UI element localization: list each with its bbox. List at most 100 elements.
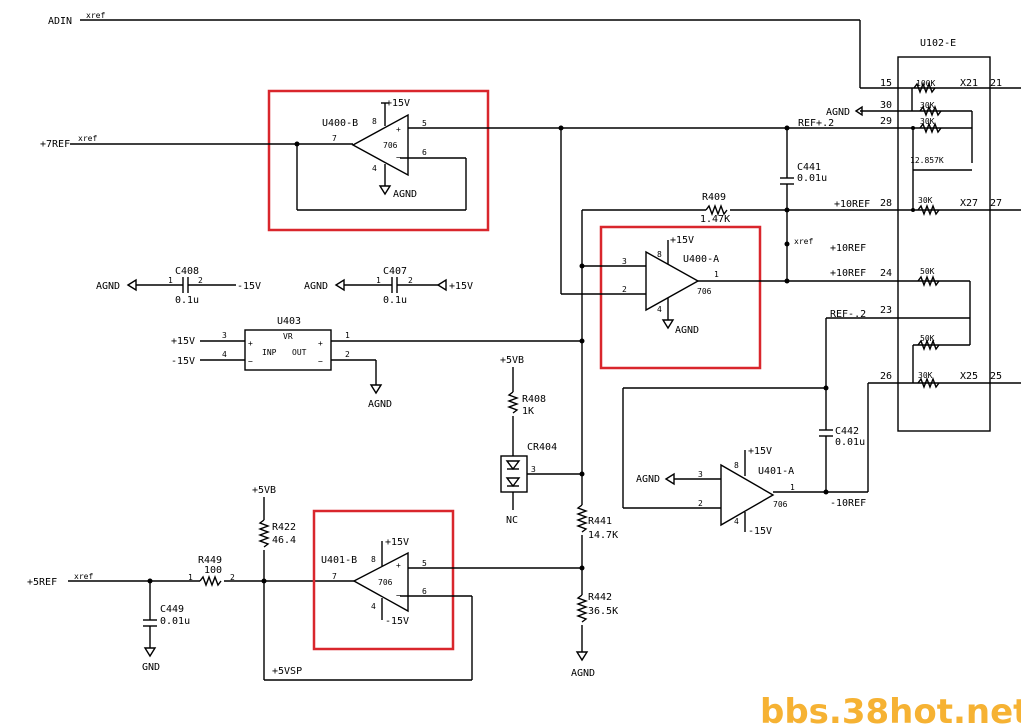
svg-text:−: − (396, 591, 401, 600)
u400-b-agnd: AGND (393, 189, 417, 200)
r408-ref: R408 (522, 394, 546, 405)
u400-a-vplus: +15V (670, 235, 694, 246)
svg-text:6: 6 (422, 587, 427, 596)
c408-value: 0.1u (175, 295, 199, 306)
watermark-text: bbs.38hot.net (760, 692, 1021, 728)
ref5-xref: xref (74, 572, 93, 581)
u102-pin-26: 26 (880, 371, 892, 382)
svg-text:4: 4 (222, 350, 227, 359)
svg-text:1: 1 (168, 276, 173, 285)
u403-regulator: U403 VR INP OUT + − + − +15V -15V 3 4 1 … (171, 316, 585, 410)
svg-text:6: 6 (422, 148, 427, 157)
svg-text:2: 2 (345, 350, 350, 359)
adin-net: ADIN xref (48, 11, 861, 88)
svg-text:5: 5 (422, 559, 427, 568)
u102-r30k-c: 30K (918, 196, 933, 205)
c407-p15v: +15V (449, 281, 473, 292)
ref7-xref: xref (78, 134, 97, 143)
svg-text:8: 8 (371, 555, 376, 564)
u400-b-highlight-box (267, 89, 490, 232)
c407-capacitor: AGND C407 1 2 0.1u +15V (304, 266, 473, 306)
u102-pin-23: 23 (880, 305, 892, 316)
r441-value: 14.7K (588, 530, 618, 541)
svg-text:4: 4 (371, 602, 376, 611)
u401-a-vplus: +15V (748, 446, 772, 457)
r449-ref: R449 (198, 555, 222, 566)
r422-resistor: +5VB R422 46.4 +5VSP (252, 485, 473, 681)
u400-a-highlight-box (599, 225, 762, 370)
u102-pin-25: 25 (990, 371, 1002, 382)
r408-value: 1K (522, 406, 534, 417)
svg-text:2: 2 (230, 573, 235, 582)
r409-resistor: R409 1.47K +10REF xref +10REF +10REF (582, 192, 870, 284)
u403-agnd: AGND (368, 399, 392, 410)
c407-value: 0.1u (383, 295, 407, 306)
u400-a-ref: U400-A (683, 254, 719, 265)
agnd-pin30: AGND (826, 105, 863, 118)
ref-plus-2-label: REF+.2 (798, 118, 834, 129)
svg-text:2: 2 (698, 499, 703, 508)
r441-ref: R441 (588, 516, 612, 527)
u400-b-opamp: U400-B 706 + − +15V 8 4 AGND +7REF xref … (40, 89, 834, 232)
svg-text:7: 7 (332, 134, 337, 143)
ref7-label: +7REF (40, 139, 70, 150)
u102-pin-24: 24 (880, 268, 892, 279)
c407-ref: C407 (383, 266, 407, 277)
u102-e-label: U102-E (920, 38, 956, 49)
u102-r30k-a: 30K (920, 101, 935, 110)
cr404-ref: CR404 (527, 442, 557, 453)
svg-text:8: 8 (734, 461, 739, 470)
adin-xref: xref (86, 11, 105, 20)
svg-text:1: 1 (345, 331, 350, 340)
u401-b-vplus: +15V (385, 537, 409, 548)
c441-ref: C441 (797, 162, 821, 173)
svg-text:−: − (318, 357, 323, 366)
svg-text:1: 1 (188, 573, 193, 582)
adin-label: ADIN (48, 16, 72, 27)
c449-ref: C449 (160, 604, 184, 615)
u403-m15v: -15V (171, 356, 195, 367)
u102-x27: X27 (960, 198, 978, 209)
u102-pin-15: 15 (880, 78, 892, 89)
u102-pin-21: 21 (990, 78, 1002, 89)
c408-capacitor: AGND C408 1 2 0.1u -15V (96, 266, 261, 306)
svg-text:−: − (248, 357, 253, 366)
svg-text:3: 3 (698, 470, 703, 479)
r408-supply: +5VB (500, 355, 524, 366)
u102-r12857k: 12.857K (910, 156, 944, 165)
r422-supply: +5VB (252, 485, 276, 496)
u102-r100k: 100K (916, 79, 935, 88)
u102-x21: X21 (960, 78, 978, 89)
svg-text:3: 3 (622, 257, 627, 266)
r442-ref: R442 (588, 592, 612, 603)
c442-ref: C442 (835, 426, 859, 437)
svg-text:1: 1 (376, 276, 381, 285)
agnd-30-label: AGND (826, 107, 850, 118)
svg-text:8: 8 (372, 117, 377, 126)
u401-b-part: 706 (378, 578, 393, 587)
c449-value: 0.01u (160, 616, 190, 627)
u401-a-vminus: -15V (748, 526, 772, 537)
svg-text:+: + (248, 339, 253, 348)
u400-a-part: 706 (697, 287, 712, 296)
u401-a-opamp: U401-A 706 +15V 8 4 -15V AGND 3 2 REF-.2… (622, 309, 869, 537)
cr404-r408-branch: +5VB R408 1K CR404 3 NC (500, 355, 585, 526)
c408-agnd: AGND (96, 281, 120, 292)
u400-b-ref: U400-B (322, 118, 358, 129)
u102-r30k-b: 30K (920, 117, 935, 126)
u401-b-ref: U401-B (321, 555, 357, 566)
c441-value: 0.01u (797, 173, 827, 184)
u102-pin-28: 28 (880, 198, 892, 209)
u401-a-part: 706 (773, 500, 788, 509)
u400-b-part: 706 (383, 141, 398, 150)
c407-agnd: AGND (304, 281, 328, 292)
r442-value: 36.5K (588, 606, 618, 617)
r409-value: 1.47K (700, 214, 730, 225)
u403-p15v: +15V (171, 336, 195, 347)
ref5-input: +5REF xref R449 100 1 2 C449 0.01u GND (27, 555, 354, 673)
c449-gnd: GND (142, 662, 160, 673)
svg-text:+: + (396, 561, 401, 570)
r441-r442-divider: R441 14.7K R442 36.5K AGND (571, 504, 618, 679)
u102-x25: X25 (960, 371, 978, 382)
